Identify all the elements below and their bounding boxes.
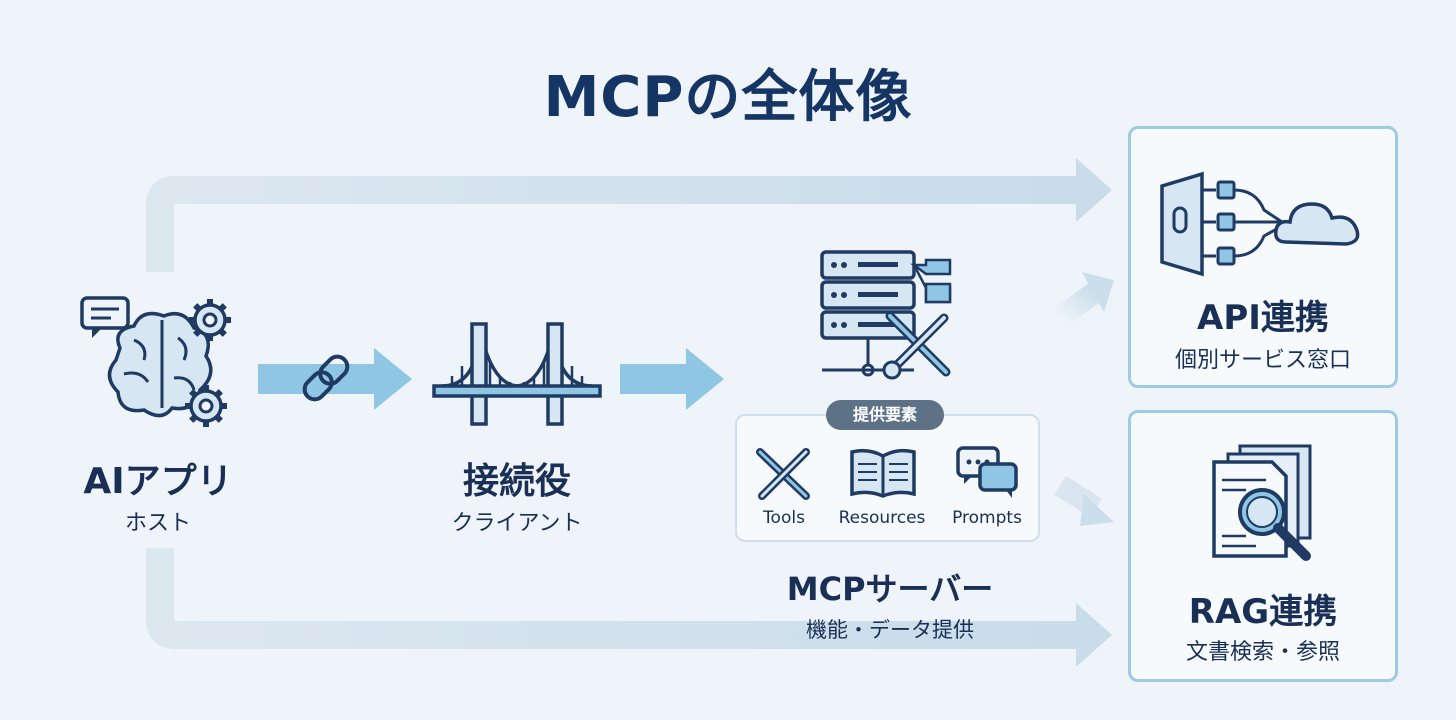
provide-elements-badge: 提供要素 (826, 400, 944, 430)
tools-label: Tools (763, 508, 805, 528)
server-sublabel: 機能・データ提供 (806, 618, 974, 642)
chain-link-icon (302, 354, 350, 402)
diag-arrow-api (1053, 281, 1105, 327)
rag-label: RAG連携 (1188, 592, 1338, 632)
top-bypass-arrowhead (1076, 158, 1112, 222)
page-title: MCPの全体像 (543, 65, 913, 130)
plug-cloud-icon (1160, 171, 1360, 277)
host-sublabel: ホスト (124, 511, 191, 536)
tools-icon (756, 448, 810, 500)
client-label: 接続役 (462, 461, 571, 502)
server-label: MCPサーバー (786, 570, 994, 608)
client-to-server-arrow (620, 364, 690, 394)
api-sublabel: 個別サービス窓口 (1174, 348, 1351, 373)
server-tools-icon (820, 250, 952, 380)
book-icon (850, 448, 916, 498)
brain-gear-icon (80, 296, 231, 427)
bottom-bypass-arrowhead (1076, 603, 1112, 667)
document-search-icon (1212, 444, 1312, 561)
rag-sublabel: 文書検索・参照 (1185, 640, 1340, 665)
chat-bubbles-icon (956, 446, 1018, 498)
top-bypass-arrow (146, 176, 1080, 272)
client-sublabel: クライアント (451, 511, 583, 536)
bridge-icon (432, 322, 602, 426)
api-label: API連携 (1197, 298, 1329, 338)
host-label: AIアプリ (83, 461, 233, 502)
prompts-label: Prompts (952, 508, 1022, 528)
resources-label: Resources (838, 508, 926, 528)
bottom-bypass-arrow (146, 548, 1080, 649)
